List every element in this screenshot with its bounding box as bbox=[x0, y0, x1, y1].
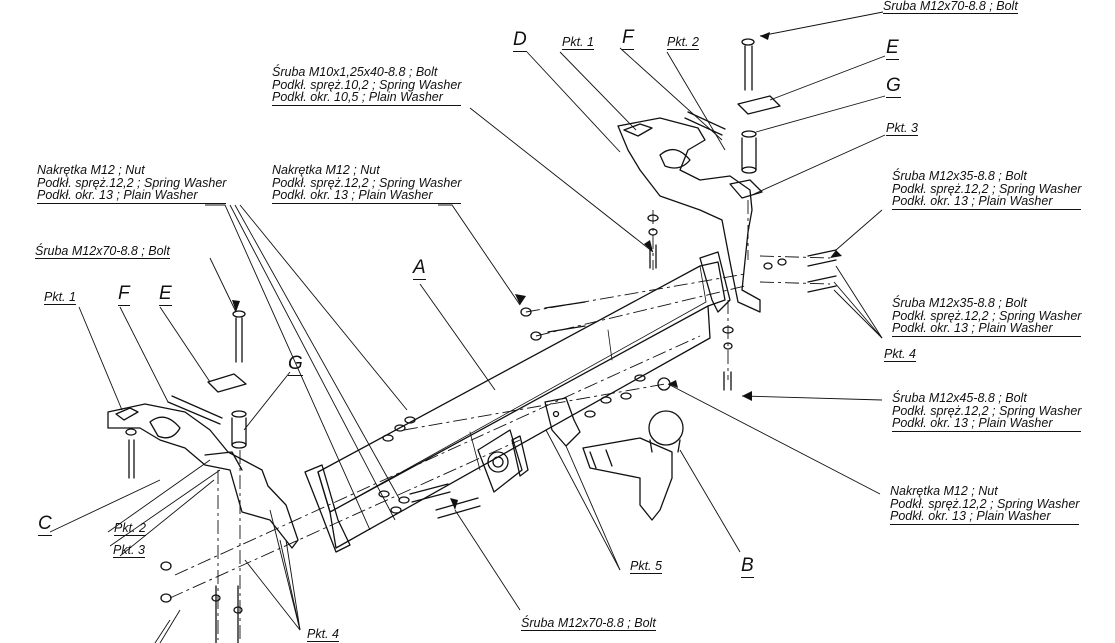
label-line: Podkł. okr. 13 ; Plain Washer bbox=[272, 188, 433, 202]
label-line: Podkł. okr. 13 ; Plain Washer bbox=[892, 194, 1053, 208]
label-line: Podkł. spręż.12,2 ; Spring Washer bbox=[37, 175, 227, 190]
mount-plate-pkt5 bbox=[544, 397, 581, 447]
label-text: Śruba M12x70-8.8 ; Bolt bbox=[883, 0, 1018, 13]
label-pkt4-bottom: Pkt. 4 bbox=[307, 627, 339, 642]
arrowhead bbox=[515, 294, 526, 305]
label-bolt-m12x45: Śruba M12x45-8.8 ; Bolt Podkł. spręż.12,… bbox=[892, 391, 1082, 432]
label-line: Podkł. spręż.12,2 ; Spring Washer bbox=[892, 403, 1082, 418]
socket-plate bbox=[477, 429, 529, 493]
label-line: Podkł. okr. 10,5 ; Plain Washer bbox=[272, 90, 443, 104]
arrowhead bbox=[830, 250, 842, 258]
label-line: Śruba M12x35-8.8 ; Bolt bbox=[892, 296, 1027, 310]
label-nut-left: Nakrętka M12 ; Nut Podkł. spręż.12,2 ; S… bbox=[37, 163, 227, 204]
letter-g-left: G bbox=[288, 353, 303, 376]
label-line: Podkł. spręż.10,2 ; Spring Washer bbox=[272, 77, 462, 92]
label-line: Podkł. spręż.12,2 ; Spring Washer bbox=[892, 181, 1082, 196]
label-line: Podkł. okr. 13 ; Plain Washer bbox=[892, 416, 1053, 430]
label-line: Podkł. okr. 13 ; Plain Washer bbox=[890, 509, 1051, 523]
label-line: Podkł. spręż.12,2 ; Spring Washer bbox=[890, 496, 1080, 511]
letter-d: D bbox=[513, 29, 527, 52]
letter-g-right: G bbox=[886, 75, 901, 98]
letter-e-left: E bbox=[159, 283, 172, 306]
label-bolt-m12x35-b: Śruba M12x35-8.8 ; Bolt Podkł. spręż.12,… bbox=[892, 296, 1082, 337]
hardware-ball-nuts bbox=[584, 374, 671, 418]
label-pkt4-right: Pkt. 4 bbox=[884, 347, 916, 362]
letter-f-right: F bbox=[622, 27, 634, 50]
label-line: Śruba M12x45-8.8 ; Bolt bbox=[892, 391, 1027, 405]
arrowhead bbox=[232, 300, 240, 312]
crossbar-a bbox=[304, 251, 731, 553]
letter-c: C bbox=[38, 513, 52, 536]
bolt-right-vertical bbox=[737, 38, 781, 174]
hardware-bottom-left bbox=[160, 561, 243, 643]
label-bolt-m10: Śruba M10x1,25x40-8.8 ; Bolt Podkł. sprę… bbox=[272, 65, 462, 106]
label-line: Podkł. okr. 13 ; Plain Washer bbox=[37, 188, 198, 202]
label-pkt1-left: Pkt. 1 bbox=[44, 290, 76, 305]
label-line: Nakrętka M12 ; Nut bbox=[890, 484, 998, 498]
label-line: Nakrętka M12 ; Nut bbox=[272, 163, 380, 177]
hardware-left-top bbox=[125, 428, 137, 479]
label-pkt1-right: Pkt. 1 bbox=[562, 35, 594, 50]
label-bolt-left: Śruba M12x70-8.8 ; Bolt bbox=[35, 245, 170, 259]
bracket-c bbox=[107, 403, 299, 549]
leader-lines bbox=[49, 11, 886, 643]
label-line: Podkł. spręż.12,2 ; Spring Washer bbox=[892, 308, 1082, 323]
label-line: Podkł. okr. 13 ; Plain Washer bbox=[892, 321, 1053, 335]
label-nut-right: Nakrętka M12 ; Nut Podkł. spręż.12,2 ; S… bbox=[890, 484, 1080, 525]
arrowhead bbox=[450, 498, 458, 510]
label-bolt-top: Śruba M12x70-8.8 ; Bolt bbox=[883, 0, 1018, 14]
bracket-d bbox=[617, 117, 763, 313]
arrowhead bbox=[742, 391, 752, 401]
bolt-left-vertical bbox=[207, 310, 247, 449]
letter-e-right: E bbox=[886, 37, 899, 60]
label-line: Śruba M10x1,25x40-8.8 ; Bolt bbox=[272, 65, 438, 79]
letter-b: B bbox=[741, 555, 754, 578]
label-line: Podkł. spręż.12,2 ; Spring Washer bbox=[272, 175, 462, 190]
centerlines bbox=[169, 200, 831, 640]
label-pkt2-right: Pkt. 2 bbox=[667, 35, 699, 50]
label-pkt3-left: Pkt. 3 bbox=[113, 543, 145, 558]
arrowhead bbox=[760, 32, 770, 40]
letter-a: A bbox=[413, 257, 426, 280]
ball-mount-b bbox=[582, 410, 684, 521]
label-text: Śruba M12x70-8.8 ; Bolt bbox=[521, 616, 656, 630]
label-nut-mid: Nakrętka M12 ; Nut Podkł. spręż.12,2 ; S… bbox=[272, 163, 462, 204]
label-bolt-m12x35-a: Śruba M12x35-8.8 ; Bolt Podkł. spręż.12,… bbox=[892, 169, 1082, 210]
label-bolt-bottom: Śruba M12x70-8.8 ; Bolt bbox=[521, 617, 656, 631]
label-pkt3-right: Pkt. 3 bbox=[886, 121, 918, 136]
pin-f-left bbox=[167, 395, 223, 425]
hardware-left-nuts bbox=[378, 416, 481, 519]
arrowhead bbox=[668, 380, 678, 388]
label-pkt2-left: Pkt. 2 bbox=[114, 521, 146, 536]
label-line: Śruba M12x35-8.8 ; Bolt bbox=[892, 169, 1027, 183]
arrowhead bbox=[644, 240, 653, 252]
letter-f-left: F bbox=[118, 283, 130, 306]
label-line: Nakrętka M12 ; Nut bbox=[37, 163, 145, 177]
label-pkt5: Pkt. 5 bbox=[630, 559, 662, 574]
label-text: Śruba M12x70-8.8 ; Bolt bbox=[35, 244, 170, 258]
hardware-right-bolts bbox=[763, 249, 837, 293]
